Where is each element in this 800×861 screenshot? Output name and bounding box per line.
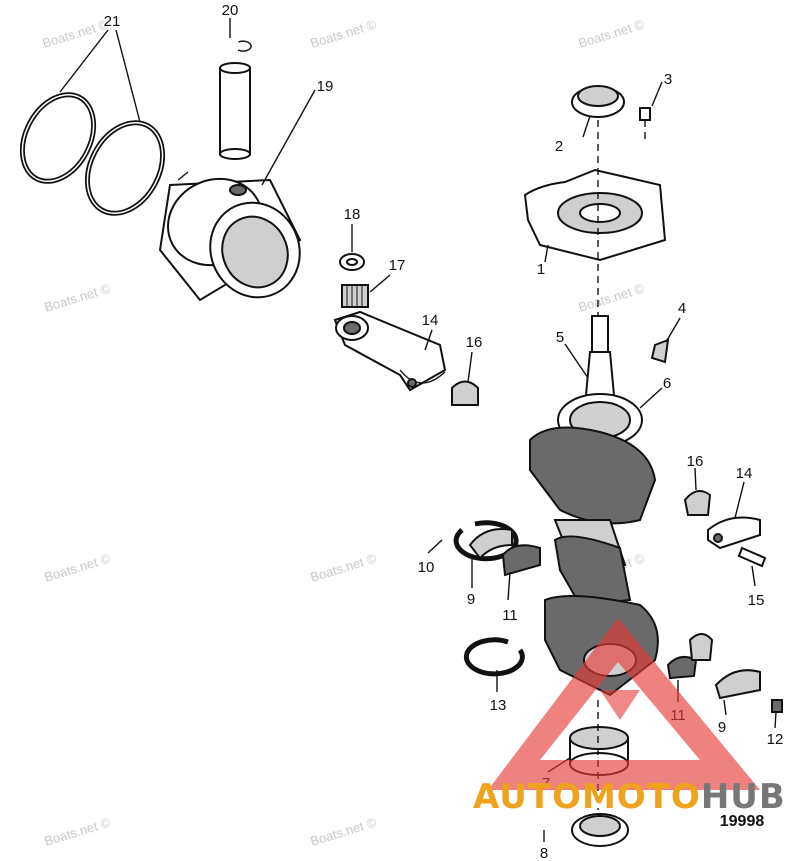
watermark-text: Boats.net © bbox=[308, 814, 378, 848]
watermark-text: Boats.net © bbox=[42, 814, 112, 848]
part-needle-cage-11c bbox=[688, 633, 714, 661]
callout-14-upper: 14 bbox=[422, 312, 439, 329]
callout-16-right: 16 bbox=[687, 453, 704, 470]
part-needle-cage-11a bbox=[501, 544, 541, 577]
watermark-text: Boats.net © bbox=[40, 16, 110, 50]
part-crankshaft bbox=[529, 315, 659, 697]
callout-labels: 21 20 19 3 2 18 17 1 14 4 16 5 6 16 14 1… bbox=[104, 2, 784, 861]
brand-name-part2: HUB bbox=[701, 777, 786, 817]
callout-5: 5 bbox=[556, 329, 564, 346]
part-retaining-ring-13 bbox=[463, 637, 525, 677]
brand-name: AUTOMOTOHUB bbox=[473, 777, 786, 817]
callout-3: 3 bbox=[664, 71, 672, 88]
callout-15: 15 bbox=[748, 592, 765, 609]
part-woodruff-key bbox=[650, 338, 670, 364]
watermark-text: Boats.net © bbox=[308, 550, 378, 584]
part-upper-end-cap bbox=[523, 168, 667, 262]
watermark-text: Boats.net © bbox=[42, 280, 112, 314]
callout-8: 8 bbox=[540, 845, 548, 861]
part-bearing-cage-upper bbox=[451, 380, 479, 406]
part-piston bbox=[158, 171, 302, 302]
callout-2: 2 bbox=[555, 138, 563, 155]
callout-12: 12 bbox=[767, 731, 784, 748]
callout-16-upper: 16 bbox=[466, 334, 483, 351]
part-thrust-washer bbox=[339, 253, 365, 271]
part-clip bbox=[237, 40, 252, 52]
part-needle-cage-11b bbox=[666, 655, 698, 680]
part-rod-bolt bbox=[737, 546, 767, 568]
drawing-number: 19998 bbox=[720, 813, 765, 830]
part-screw-top bbox=[639, 107, 651, 140]
callout-9-left: 9 bbox=[467, 591, 475, 608]
part-bearing-half-right bbox=[683, 490, 712, 516]
part-bearing-race-9b bbox=[714, 669, 761, 700]
callout-4: 4 bbox=[678, 300, 686, 317]
part-bearing-race-9a bbox=[468, 528, 513, 560]
callout-19: 19 bbox=[317, 78, 334, 95]
callout-11-left: 11 bbox=[502, 607, 518, 624]
part-screw-12 bbox=[771, 699, 783, 713]
callout-13: 13 bbox=[490, 697, 507, 714]
callout-9-right: 9 bbox=[718, 719, 726, 736]
watermark-text: Boats.net © bbox=[576, 280, 646, 314]
watermark-text: Boats.net © bbox=[42, 550, 112, 584]
callout-1: 1 bbox=[537, 261, 545, 278]
watermark-text: Boats.net © bbox=[308, 16, 378, 50]
part-needle-bearing-small bbox=[341, 284, 369, 308]
brand-logo bbox=[488, 618, 760, 790]
part-piston-rings bbox=[19, 92, 166, 216]
part-rod-cap bbox=[707, 516, 761, 550]
watermark-text: Boats.net © bbox=[576, 16, 646, 50]
callout-20: 20 bbox=[222, 2, 239, 19]
part-oil-seal-top bbox=[571, 85, 625, 118]
callout-21: 21 bbox=[104, 13, 121, 30]
brand-logo-triangle bbox=[488, 618, 760, 790]
callout-6: 6 bbox=[663, 375, 671, 392]
brand-name-part1: AUTOMOTO bbox=[473, 777, 701, 817]
part-oil-seal-bottom bbox=[571, 813, 629, 847]
part-wrist-pin bbox=[219, 62, 251, 160]
callout-17: 17 bbox=[389, 257, 406, 274]
part-connecting-rod bbox=[333, 310, 447, 392]
callout-10: 10 bbox=[418, 559, 435, 576]
leader-lines bbox=[59, 18, 777, 842]
callout-14-right: 14 bbox=[736, 465, 753, 482]
callout-18: 18 bbox=[344, 206, 361, 223]
